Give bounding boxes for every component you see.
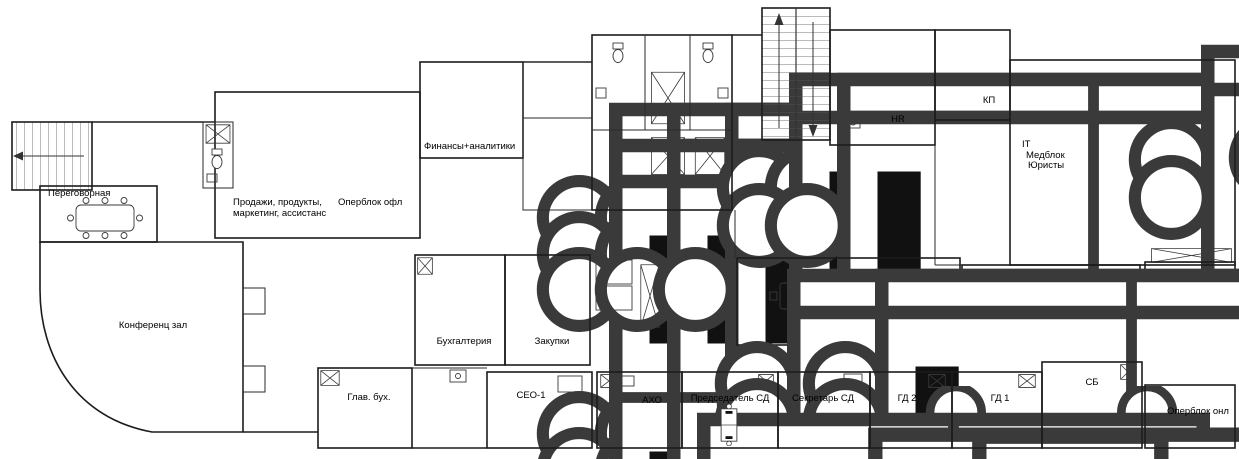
label-gd2: ГД 2 [898,393,917,404]
cabinet [595,285,633,311]
label-axo: АХО [642,395,662,406]
sink [206,173,218,183]
label-procurement: Закупки [535,336,570,347]
printer-detail [849,118,857,126]
stair-arrow-head [774,13,784,25]
column-niche [242,365,266,393]
toilet-icon [211,148,223,169]
room-ceo1: СЕО-1 [486,371,1239,459]
conference-hall-walls [39,241,244,433]
cabinet [595,259,633,285]
label-it: IT [1022,139,1031,150]
bathroom-sales [202,121,234,189]
mid-open-zone [595,259,659,327]
office-desk [1161,435,1239,459]
sink [717,87,729,99]
vent-shaft [320,370,340,386]
label-accounting: Бухгалтерия [437,336,492,347]
label-operblock-online: Оперблок онл [1167,406,1229,417]
stairwell-top [761,7,831,141]
label-ceo1: СЕО-1 [516,390,545,401]
label-medblock: Медблок [1026,150,1066,161]
label-operblock-offline: Оперблок офл [338,197,402,208]
open-zone-below-accounting [412,367,1233,459]
operblock-online-walls [1144,384,1236,449]
printer [845,115,861,129]
printer-detail [455,373,461,379]
label-gd1: ГД 1 [991,393,1010,404]
core-walls [591,34,733,211]
column-niche [242,287,266,315]
stair-arrow-head [808,125,818,137]
desk-pair [720,404,738,446]
room-conference-hall: Конференц зал [39,241,266,433]
label-lawyers: Юристы [1028,160,1064,171]
vent-shaft [205,124,231,144]
bathroom-walls [202,121,234,189]
printer [621,375,635,387]
label-chief-accountant: Глав. бух. [347,392,390,403]
chief-accountant-walls [317,367,413,449]
stair-arrow-head [13,151,23,161]
vent-shaft [417,257,433,275]
stairwell-left-walls [11,121,93,191]
meeting-chairs [67,197,143,239]
stairwell-left [11,121,93,191]
procurement-walls [504,254,591,366]
cabinet [843,373,863,389]
ceo1-walls [486,371,593,449]
room-procurement: Закупки [504,254,1239,459]
room-chief-accountant: Глав. бух. [317,367,1239,459]
accounting-walls [414,254,506,366]
label-finance: Финансы+аналитики [424,141,515,152]
service-core [591,34,733,211]
label-sb: СБ [1085,377,1098,388]
toilet-icon [612,42,624,63]
label-board-secretary: Секретарь СД [792,393,855,404]
room-sb: СБ [1041,361,1143,449]
label-kp: КП [983,95,996,106]
sink [595,87,607,99]
label-conference-hall: Конференц зал [119,320,187,331]
room-meeting-left: Переговорная [39,185,158,243]
meeting-table [75,204,135,232]
chair [769,291,778,301]
room-operblock-online: Оперблок онл [1144,384,1236,449]
label-board-chairman: Председатель СД [691,393,770,404]
label-hr: HR [891,114,905,125]
label-sales-line1: Продажи, продукты, [233,197,322,208]
sb-walls [1041,361,1143,449]
toilet-icon [702,42,714,63]
label-meeting-left: Переговорная [48,188,110,199]
cabinet [557,375,583,393]
printer [449,369,467,383]
label-sales-line2: маркетинг, ассистанс [233,208,326,219]
